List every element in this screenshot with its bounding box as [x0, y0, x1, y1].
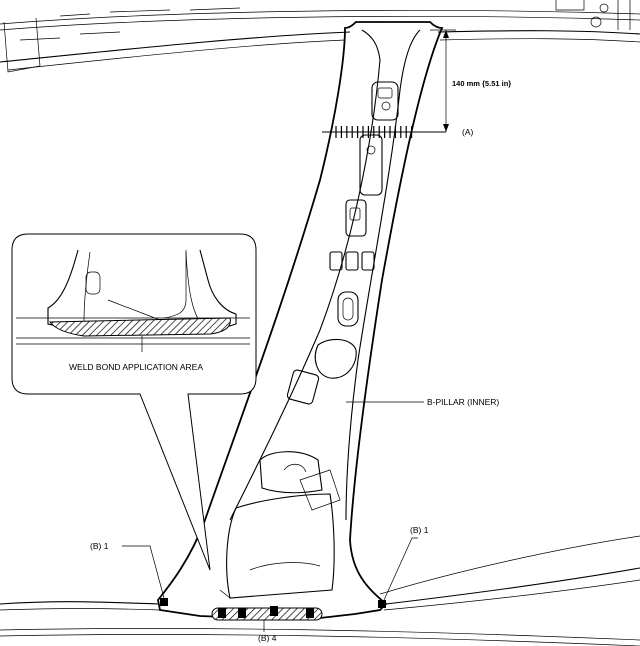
b-left-label: (B) 1	[90, 541, 109, 551]
weld-bond-label: WELD BOND APPLICATION AREA	[69, 362, 203, 372]
weld-point-left	[160, 598, 168, 606]
weld-point-right	[378, 600, 386, 608]
weld-point-bottom-4	[306, 608, 314, 618]
ref-a-label: (A)	[462, 127, 474, 137]
sill-lines	[0, 535, 640, 646]
b-right-label: (B) 1	[410, 525, 429, 535]
b-bottom-label: (B) 4	[258, 633, 277, 643]
detail-callout	[11, 233, 257, 571]
b-leaders	[122, 537, 418, 632]
section-ticks	[335, 126, 413, 138]
weld-point-bottom-1	[218, 608, 226, 618]
pillar-features	[219, 81, 399, 599]
dimension-140mm	[430, 29, 456, 132]
weld-point-bottom-3	[270, 606, 278, 616]
weld-points	[160, 598, 386, 621]
dimension-label: 140 mm {5.51 in}	[452, 79, 511, 88]
part-name-label: B-PILLAR (INNER)	[427, 397, 499, 407]
roof-rail-lines	[0, 0, 640, 73]
section-line-a	[322, 126, 446, 138]
weld-point-bottom-2	[238, 608, 246, 618]
